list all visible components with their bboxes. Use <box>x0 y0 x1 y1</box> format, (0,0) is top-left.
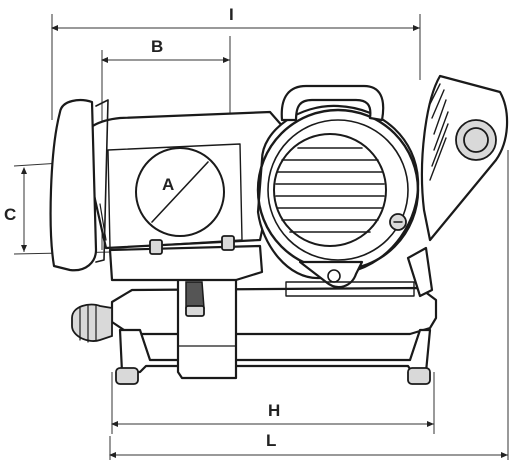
left-foot <box>115 367 139 385</box>
slicer-machine: A <box>49 74 509 385</box>
blade-guard-grille <box>273 133 387 247</box>
food-carriage <box>80 110 286 250</box>
right-foot <box>407 367 431 385</box>
lower-stand <box>118 328 432 374</box>
blade-base-frame <box>285 281 415 297</box>
rear-support <box>406 246 434 298</box>
sharpener-knob <box>455 119 497 161</box>
sharpener-arm <box>420 74 509 242</box>
slide-clamp-right <box>221 235 235 251</box>
top-handle <box>280 84 385 122</box>
slide-clamp-left <box>149 239 163 255</box>
dimension-c-label: C <box>4 205 16 224</box>
carriage-slide <box>108 244 264 282</box>
dimension-a-label: A <box>162 175 174 194</box>
dimension-l-label: L <box>266 431 276 450</box>
dimension-b-label: B <box>151 37 163 56</box>
thickness-knob <box>71 303 113 342</box>
dimension-h-label: H <box>268 401 280 420</box>
dimension-h: H <box>111 372 435 434</box>
dimension-l: L <box>109 150 509 460</box>
cut-diameter-circle <box>135 147 225 237</box>
base-plate <box>110 286 438 336</box>
carriage-handle <box>185 281 205 309</box>
pusher-end-plate <box>49 99 98 272</box>
dimension-i-label: I <box>229 5 234 24</box>
dimension-i: I <box>51 5 421 120</box>
